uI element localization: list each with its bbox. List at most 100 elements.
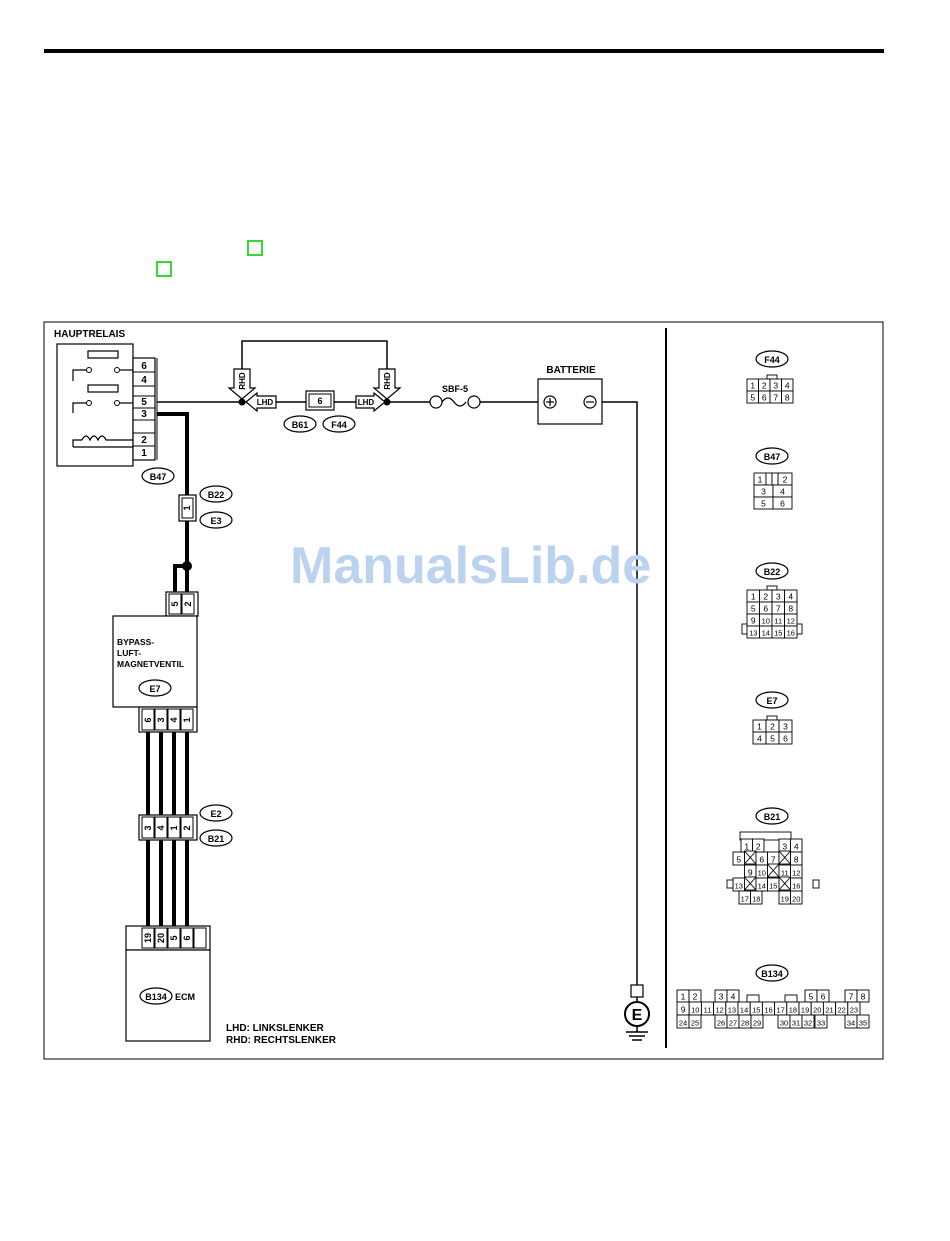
e2-connector-tag xyxy=(199,804,233,822)
b47-latch xyxy=(771,472,779,486)
battery-symbol xyxy=(537,378,603,425)
legend-lhd: LHD: LINKSLENKER xyxy=(226,1023,325,1034)
b134-pin-number: 4 xyxy=(731,992,736,1002)
b22-pin-number: 15 xyxy=(774,629,782,638)
b22-pinout-label: B22 xyxy=(764,567,781,577)
battery-label: BATTERIE xyxy=(546,365,596,376)
rhd-label-left: RHD xyxy=(238,372,247,390)
ground-label: E xyxy=(632,1007,643,1024)
b22-pin-number: 9 xyxy=(751,616,756,626)
b134-pin-number: 7 xyxy=(849,992,854,1002)
b47-pinout-label: B47 xyxy=(764,452,781,462)
f44-pin-number: 4 xyxy=(785,381,790,391)
b134-pin-number: 24 xyxy=(679,1019,687,1028)
b47-pin-number: 3 xyxy=(761,487,766,497)
e7-pinout-label: E7 xyxy=(766,696,777,706)
b134-pin-number: 3 xyxy=(719,992,724,1002)
b21-pin-number: 4 xyxy=(794,842,799,852)
valve-ecm-wires xyxy=(146,732,189,926)
b22-e3-pin: 1 xyxy=(182,505,192,510)
splice-right xyxy=(383,398,391,406)
b21-pinout-label: B21 xyxy=(764,812,781,822)
b134-pin-number: 25 xyxy=(691,1019,699,1028)
f44-connector-tag xyxy=(322,415,356,433)
b21-pin-number: 19 xyxy=(781,895,789,904)
b134-pin-number: 16 xyxy=(764,1006,772,1015)
diagram-frame xyxy=(43,321,884,1060)
b21-pin-number: 11 xyxy=(781,869,789,878)
b134-pin-number: 5 xyxy=(809,992,814,1002)
valve-pin-4: 4 xyxy=(169,717,179,722)
b134-pin-number: 30 xyxy=(780,1019,788,1028)
valve-label-line2: LUFT- xyxy=(117,648,141,658)
f44-pin-number: 2 xyxy=(762,381,767,391)
b22-pin-number: 8 xyxy=(788,604,793,614)
lhd-label-left: LHD xyxy=(257,398,274,407)
b134-pin-number: 6 xyxy=(821,992,826,1002)
e2-pin-2: 2 xyxy=(182,825,192,830)
b21-pin-cross xyxy=(778,850,791,865)
b22-pin-number: 11 xyxy=(774,617,782,626)
b22-latch xyxy=(766,585,778,591)
fuse-label: SBF-5 xyxy=(442,384,468,394)
ecm-pin-19: 19 xyxy=(143,933,153,943)
b47-pin-number: 6 xyxy=(780,499,785,509)
b22-pin-number: 7 xyxy=(776,604,781,614)
e7-pin-number: 4 xyxy=(757,734,762,744)
b134-pin-cell xyxy=(750,1014,764,1029)
f44-connector-label: F44 xyxy=(331,420,347,430)
e7-pin-number: 2 xyxy=(770,722,775,732)
b47-pin-number: 5 xyxy=(761,499,766,509)
b21-connector-tag xyxy=(199,829,233,847)
b21-pin-number: 12 xyxy=(792,869,800,878)
f44-pin-number: 7 xyxy=(773,393,778,403)
watermark: ManualsLib.de xyxy=(290,537,652,595)
b21-connector-label: B21 xyxy=(208,834,225,844)
b134-pin-number: 15 xyxy=(752,1006,760,1015)
b21-pin-number: 1 xyxy=(744,842,749,852)
b21-pin-number: 5 xyxy=(736,855,741,865)
b134-pin-number: 20 xyxy=(813,1006,821,1015)
header-rule xyxy=(44,49,884,53)
valve-pin-1: 1 xyxy=(182,717,192,722)
b134-pin-number: 27 xyxy=(729,1019,737,1028)
b22-connector-tag xyxy=(199,485,233,503)
b21-pin-number: 20 xyxy=(792,895,800,904)
ecm-pin-20: 20 xyxy=(156,933,166,943)
b47-pin-number: 1 xyxy=(758,475,763,485)
b134-pin-cell xyxy=(856,1014,870,1029)
b134-pin-cell xyxy=(801,1014,815,1029)
b134-pinout-label: B134 xyxy=(761,969,783,979)
b61-f44-pin: 6 xyxy=(317,396,322,406)
b134-pin-number: 17 xyxy=(777,1006,785,1015)
b134-pin-number: 34 xyxy=(847,1019,855,1028)
valve-bottom-connector xyxy=(138,706,198,733)
b134-latch-left xyxy=(746,994,760,1003)
f44-pinout-label: F44 xyxy=(764,355,780,365)
b21-pin-cross xyxy=(778,876,791,891)
b47-connector-label: B47 xyxy=(150,472,167,482)
e3-connector-label: E3 xyxy=(210,516,221,526)
b61-connector-label: B61 xyxy=(292,420,309,430)
marker-box-2 xyxy=(156,261,172,277)
valve-feed-wire-5 xyxy=(173,564,187,592)
b22-pin-number: 10 xyxy=(762,617,770,626)
b134-pin-number: 11 xyxy=(704,1006,712,1015)
valve-pin-6: 6 xyxy=(143,717,153,722)
f44-pin-number: 8 xyxy=(785,393,790,403)
f44-latch xyxy=(766,374,778,380)
b22-pinout-tag xyxy=(755,562,789,580)
b134-pin-number: 12 xyxy=(716,1006,724,1015)
rhd-arrow-right: RHD xyxy=(372,368,402,400)
f44-pin-cell xyxy=(781,390,794,404)
b47-pin-number: 4 xyxy=(780,487,785,497)
e2-pin-1: 1 xyxy=(169,825,179,830)
b21-pin-number: 13 xyxy=(735,882,743,891)
f44-pin-number: 6 xyxy=(762,393,767,403)
e7-pin-number: 6 xyxy=(783,734,788,744)
b21-pin-number: 8 xyxy=(794,855,799,865)
main-relay-label: HAUPTRELAIS xyxy=(54,329,125,340)
b134-pin-number: 26 xyxy=(717,1019,725,1028)
b21-pin-number: 18 xyxy=(752,895,760,904)
b22-pin-number: 6 xyxy=(763,604,768,614)
